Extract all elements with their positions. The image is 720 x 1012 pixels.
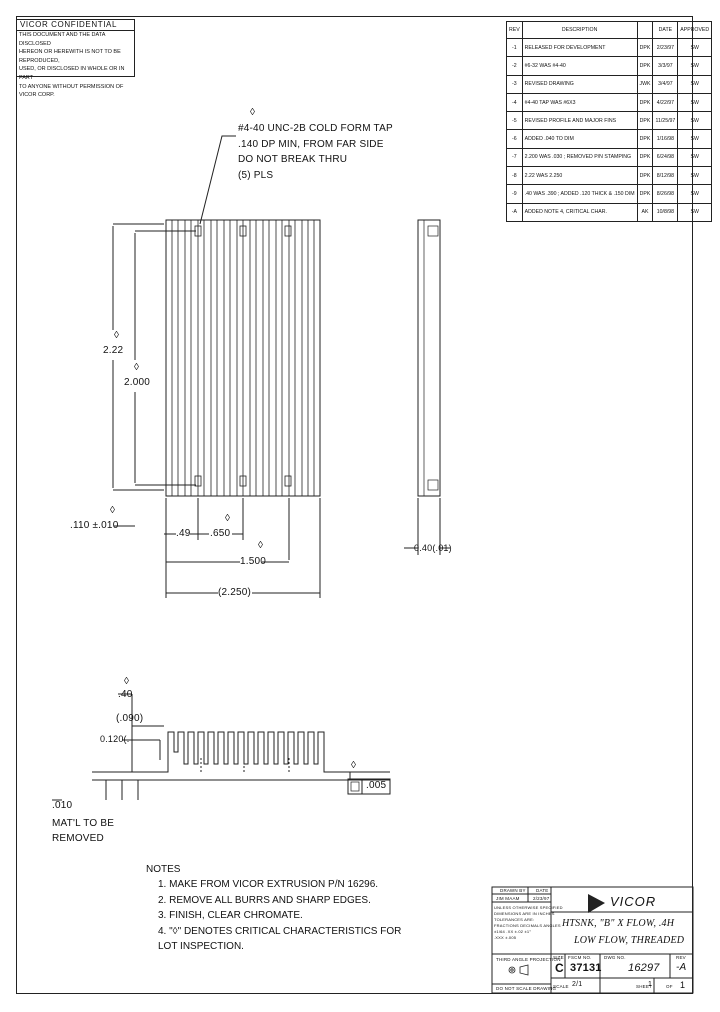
dim-0120: 0.120(. (100, 734, 130, 744)
dim-110: .110 ±.010 (70, 520, 119, 531)
tolerance-line: ±1/64 .XX ±.02 ±1° (494, 929, 532, 934)
confidential-title: VICOR CONFIDENTIAL (17, 20, 134, 31)
drawing-number: 16297 (628, 962, 660, 974)
material-note-line: MAT'L TO BE (52, 818, 115, 829)
by-cell: DPK (636, 111, 654, 131)
dwg-no-label: DWG NO. (604, 955, 626, 960)
third-angle-projection-icon (508, 964, 529, 976)
tolerance-line: FRACTIONS DECIMALS ANGLES (494, 923, 561, 928)
critical-symbol: ◊ (110, 505, 116, 516)
notes-title: NOTES (146, 864, 181, 875)
critical-symbol: ◊ (134, 362, 140, 373)
dim-650: .650 (210, 528, 231, 539)
by-cell: DPK (636, 166, 654, 186)
desc-cell: ADDED NOTE 4, CRITICAL CHAR. (521, 202, 638, 222)
by-cell: DPK (636, 37, 654, 58)
note-item: 1. MAKE FROM VICOR EXTRUSION P/N 16296. (158, 879, 379, 891)
dim-49: .49 (176, 528, 191, 539)
date-label: DATE (536, 888, 549, 893)
note-item: 2. REMOVE ALL BURRS AND SHARP EDGES. (158, 894, 371, 906)
dim-2-250: (2.250) (218, 587, 252, 598)
drawing-title-line-1: HTSNK, "B" X FLOW, .4H (562, 918, 675, 929)
scale-label: SCALE (553, 984, 569, 989)
critical-symbol: ◊ (250, 107, 256, 118)
flatness-value: .005 (366, 780, 387, 791)
tap-callout: #4-40 UNC-2B COLD FORM TAP .140 DP MIN, … (238, 121, 393, 183)
tap-callout-line: (5) PLS (238, 169, 274, 181)
critical-symbol: ◊ (351, 760, 357, 771)
note-item: 3. FINISH, CLEAR CHROMATE. (158, 910, 303, 922)
dim-040: 0.40(.01) (414, 543, 452, 553)
do-not-scale-label: DO NOT SCALE DRAWING (496, 986, 557, 991)
scale-value: 2/1 (572, 981, 583, 988)
material-removed-note: MAT'L TO BE REMOVED (52, 816, 114, 846)
drawing-border (16, 16, 693, 994)
title-block-lines (491, 886, 694, 994)
vicor-logo-mark (588, 894, 605, 913)
dim-090: (.090) (116, 713, 144, 724)
sheet-number: 1 (648, 981, 653, 988)
drawn-date: 2/23/97 (533, 896, 550, 901)
dim-2-000: 2.000 (124, 377, 151, 388)
confidential-line: TO ANYONE WITHOUT PERMISSION OF VICOR CO… (19, 83, 124, 99)
approved-cell: SW (677, 202, 713, 222)
dim-010: .010 (52, 800, 73, 811)
tolerance-line: .XXX ±.005 (494, 935, 517, 940)
of-label: OF (666, 984, 673, 989)
tolerance-line: TOLERANCES ARE: (494, 917, 535, 922)
by-cell: DPK (636, 129, 654, 149)
tap-callout-line: .140 DP MIN, FROM FAR SIDE (238, 138, 384, 150)
rev-label: REV (676, 955, 686, 960)
note-item: 4. "◊" DENOTES CRITICAL CHARACTERISTICS … (158, 925, 402, 937)
projection-label: THIRD ANGLE PROJECTION (496, 957, 561, 962)
fscm-number: 37131 (570, 962, 602, 974)
size-label: SIZE (553, 955, 564, 960)
drawing-size: C (555, 961, 564, 975)
company-name: VICOR (610, 894, 657, 909)
tap-leader-line (199, 135, 236, 225)
sheet-label: SHEET (636, 984, 653, 989)
material-note-line: REMOVED (52, 833, 104, 844)
tap-callout-line: DO NOT BREAK THRU (238, 154, 348, 165)
critical-symbol: ◊ (124, 676, 130, 687)
fscm-label: FSCM NO. (568, 955, 592, 960)
dim-40: .40 (118, 689, 133, 700)
note-item: LOT INSPECTION. (158, 941, 244, 953)
by-cell: AK (636, 202, 654, 222)
dim-1-500: 1.500 (240, 556, 267, 567)
tap-callout-line: #4-40 UNC-2B COLD FORM TAP (238, 123, 393, 134)
notes-block: NOTES 1. MAKE FROM VICOR EXTRUSION P/N 1… (146, 862, 401, 954)
confidential-notice: VICOR CONFIDENTIAL THIS DOCUMENT AND THE… (16, 19, 135, 98)
end-profile (52, 693, 391, 801)
sheet-total: 1 (680, 980, 686, 990)
drawn-by-name: JIM MAAM (496, 896, 520, 901)
side-view-outline (417, 219, 441, 497)
tolerance-line: UNLESS OTHERWISE SPECIFIED (494, 905, 563, 910)
confidential-line: HEREON OR HEREWITH IS NOT TO BE REPRODUC… (19, 49, 121, 64)
top-view-fin-lines (171, 220, 315, 496)
tolerance-line: DIMENSIONS ARE IN INCHES (494, 911, 555, 916)
drawing-title-line-2: LOW FLOW, THREADED (574, 935, 685, 946)
critical-symbol: ◊ (225, 513, 231, 524)
tolerance-block: UNLESS OTHERWISE SPECIFIED DIMENSIONS AR… (494, 905, 563, 941)
confidential-line: THIS DOCUMENT AND THE DATA DISCLOSED (19, 32, 106, 47)
drawn-by-label: DRAWN BY (500, 888, 526, 893)
critical-symbol: ◊ (114, 330, 120, 341)
date-cell: 10/8/98 (652, 202, 679, 222)
drawing-revision: -A (676, 962, 687, 973)
confidential-line: USED, OR DISCLOSED IN WHOLE OR IN PART (19, 66, 125, 81)
dim-2-22: 2.22 (103, 345, 124, 356)
revision-row: -9.40 WAS .390 ; ADDED .120 THICK & .150… (506, 184, 713, 204)
critical-symbol: ◊ (258, 540, 264, 551)
